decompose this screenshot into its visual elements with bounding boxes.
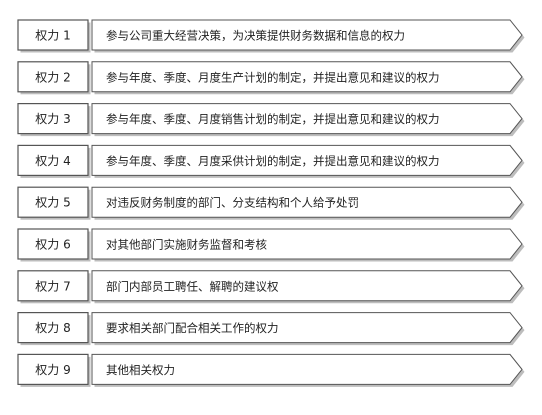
label-box [17,353,89,385]
authority-row: 权力 9 其他相关权力 [17,353,525,387]
row-description: 参与年度、季度、月度销售计划的制定，并提出意见和建议的权力 [106,112,440,126]
row-description: 部门内部员工聘任、解聘的建议权 [106,279,279,293]
row-label: 权力 9 [35,363,70,377]
row-label: 权力 8 [35,321,70,335]
arrow-box [91,353,523,385]
authority-row: 权力 6 对其他部门实施财务监督和考核 [17,228,525,262]
arrow-box [91,186,523,218]
row-description: 要求相关部门配合相关工作的权力 [106,321,279,335]
row-label: 权力 6 [35,238,70,252]
row-description: 其他相关权力 [106,363,175,377]
row-description: 参与公司重大经营决策，为决策提供财务数据和信息的权力 [106,29,405,43]
row-label: 权力 4 [35,154,70,168]
label-box [17,186,89,218]
row-label: 权力 7 [35,279,70,293]
label-box [17,144,89,176]
arrow-box [91,312,523,344]
authority-row: 权力 3 参与年度、季度、月度销售计划的制定，并提出意见和建议的权力 [17,102,525,137]
row-description: 参与年度、季度、月度采供计划的制定，并提出意见和建议的权力 [106,154,440,168]
authority-row: 权力 4 参与年度、季度、月度采供计划的制定，并提出意见和建议的权力 [17,144,525,178]
arrow-box [91,19,523,51]
label-box [17,270,89,302]
authority-row: 权力 7 部门内部员工聘任、解聘的建议权 [17,270,525,304]
row-label: 权力 1 [35,29,70,43]
arrow-box [91,144,523,176]
label-box [17,102,89,135]
authority-row: 权力 8 要求相关部门配合相关工作的权力 [17,312,525,346]
arrow-box [91,61,523,93]
label-box [17,61,89,93]
authority-row: 权力 5 对违反财务制度的部门、分支结构和个人给予处罚 [17,186,525,220]
row-description: 对违反财务制度的部门、分支结构和个人给予处罚 [106,196,359,210]
arrow-box [91,103,523,135]
arrow-box [91,228,523,260]
row-description: 参与年度、季度、月度生产计划的制定，并提出意见和建议的权力 [106,70,440,84]
row-description: 对其他部门实施财务监督和考核 [106,238,267,252]
row-label: 权力 5 [35,196,70,210]
authority-row: 权力 1 参与公司重大经营决策，为决策提供财务数据和信息的权力 [17,19,525,53]
row-label: 权力 3 [35,112,70,126]
row-label: 权力 2 [35,70,70,84]
arrow-box [91,270,523,302]
label-box [17,312,89,344]
label-box [17,19,89,51]
authority-row: 权力 2 参与年度、季度、月度生产计划的制定，并提出意见和建议的权力 [17,61,525,95]
label-box [17,228,89,260]
